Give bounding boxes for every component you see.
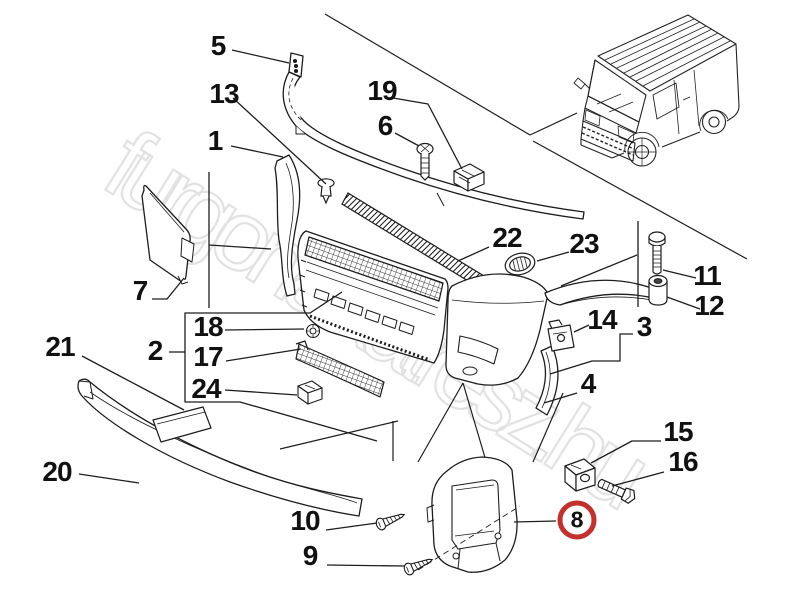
part-spoiler-blade [77,378,363,517]
part-clip-15 [564,458,596,492]
bracket-group-2 [184,291,378,442]
part-upper-trim-strip [282,52,585,220]
part-towhook-cover [141,184,195,285]
highlighted-part-ring: 8 [557,500,597,540]
part-right-corner-piece [445,273,664,386]
van-thumbnail-image [573,14,740,167]
part-callout-17: 17 [193,341,223,372]
part-callout-10: 10 [290,505,320,536]
part-pad-21 [152,406,212,443]
part-clip-14 [547,319,575,352]
part-bolt-11 [648,231,666,275]
part-callout-7: 7 [132,275,149,306]
part-emblem-badge [504,252,536,276]
part-callout-19: 19 [367,75,397,106]
part-callout-12: 12 [694,290,724,321]
part-screw-9 [403,558,434,576]
part-clip-24 [297,380,323,405]
part-callout-14: 14 [587,304,617,335]
part-callout-18: 18 [193,311,223,342]
part-callout-24: 24 [191,373,221,404]
bracket-group-3 [549,221,639,375]
highlighted-part-callout-8: 8 [570,506,584,533]
part-callout-2: 2 [147,335,164,366]
part-screw-6 [416,142,434,181]
part-main-bumper [297,230,449,364]
part-callout-6: 6 [377,110,394,141]
part-callout-1: 1 [207,125,224,156]
part-bolt-16 [597,478,636,504]
part-callout-21: 21 [45,331,75,362]
part-bushing-12 [648,274,668,306]
leader-lines [78,49,701,567]
part-callout-23: 23 [569,228,599,259]
part-lower-grille [295,340,385,398]
pointer-lines [279,13,748,463]
part-callout-13: 13 [209,78,239,109]
part-callout-15: 15 [663,416,693,447]
part-callout-11: 11 [693,260,722,291]
part-callout-4: 4 [580,368,597,399]
part-fog-lamp-cover [417,456,521,573]
part-left-corner-piece [274,154,301,297]
part-push-pin [317,178,335,205]
part-callout-16: 16 [668,446,698,477]
part-callout-20: 20 [42,456,72,487]
part-screw-10 [375,513,406,531]
part-callout-22: 22 [492,222,522,253]
part-grommet-nut [305,323,321,339]
part-callout-3: 3 [636,311,653,342]
part-callout-9: 9 [302,540,319,571]
part-callout-5: 5 [210,30,227,61]
